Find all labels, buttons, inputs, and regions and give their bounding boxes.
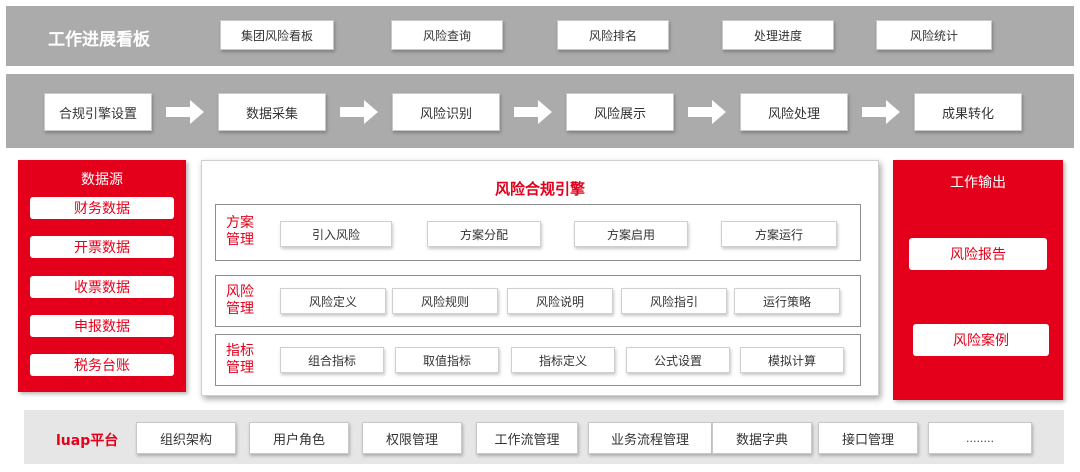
arrow-right-icon	[688, 100, 726, 124]
plan-import-risk[interactable]: 引入风险	[280, 221, 392, 247]
risk-definition[interactable]: 风险定义	[280, 288, 386, 314]
platform-data-dictionary[interactable]: 数据字典	[712, 422, 812, 454]
arrow-right-icon	[340, 100, 378, 124]
indicator-management-label: 指标管理	[226, 343, 254, 376]
dashboard-title: 工作进展看板	[48, 30, 150, 50]
luap-platform-bar: luap平台 组织架构 用户角色 权限管理 工作流管理 业务流程管理 数据字典 …	[24, 410, 1064, 464]
risk-management-group: 风险管理 风险定义 风险规则 风险说明 风险指引 运行策略	[215, 275, 861, 327]
formula-setting[interactable]: 公式设置	[626, 347, 730, 373]
risk-description[interactable]: 风险说明	[507, 288, 613, 314]
top-item-progress[interactable]: 处理进度	[722, 20, 834, 50]
simulation-calc[interactable]: 模拟计算	[740, 347, 844, 373]
plan-assign[interactable]: 方案分配	[427, 221, 541, 247]
data-source-item[interactable]: 收票数据	[30, 276, 174, 298]
top-item-group-risk-board[interactable]: 集团风险看板	[220, 20, 334, 50]
top-dashboard-bar: 工作进展看板 集团风险看板 风险查询 风险排名 处理进度 风险统计	[6, 6, 1074, 66]
indicator-management-group: 指标管理 组合指标 取值指标 指标定义 公式设置 模拟计算	[215, 334, 861, 386]
platform-interface[interactable]: 接口管理	[818, 422, 918, 454]
risk-guidance[interactable]: 风险指引	[621, 288, 727, 314]
plan-enable[interactable]: 方案启用	[574, 221, 688, 247]
data-source-item[interactable]: 财务数据	[30, 197, 174, 219]
flow-step-result-conversion[interactable]: 成果转化	[914, 93, 1022, 131]
run-strategy[interactable]: 运行策略	[734, 288, 840, 314]
arrow-right-icon	[166, 100, 204, 124]
data-source-item[interactable]: 开票数据	[30, 236, 174, 258]
risk-management-label: 风险管理	[226, 284, 254, 317]
risk-rules[interactable]: 风险规则	[392, 288, 498, 314]
flow-step-engine-setup[interactable]: 合规引擎设置	[44, 93, 152, 131]
platform-user-roles[interactable]: 用户角色	[249, 422, 349, 454]
work-output-title: 工作输出	[950, 175, 1006, 191]
indicator-definition[interactable]: 指标定义	[511, 347, 615, 373]
platform-business-process[interactable]: 业务流程管理	[588, 422, 712, 454]
flow-step-risk-identification[interactable]: 风险识别	[392, 93, 500, 131]
risk-compliance-engine-panel: 风险合规引擎 方案管理 引入风险 方案分配 方案启用 方案运行 风险管理 风险定…	[201, 160, 879, 396]
data-source-item[interactable]: 税务台账	[30, 354, 174, 376]
flow-step-data-collection[interactable]: 数据采集	[218, 93, 326, 131]
data-source-title: 数据源	[81, 172, 123, 188]
process-flow-bar: 合规引擎设置 数据采集 风险识别 风险展示 风险处理 成果转化	[6, 74, 1074, 148]
arrow-right-icon	[862, 100, 900, 124]
combined-indicator[interactable]: 组合指标	[280, 347, 384, 373]
data-source-item[interactable]: 申报数据	[30, 315, 174, 337]
risk-report-button[interactable]: 风险报告	[909, 238, 1047, 270]
platform-more[interactable]: ........	[928, 422, 1032, 454]
flow-step-risk-display[interactable]: 风险展示	[566, 93, 674, 131]
plan-management-group: 方案管理 引入风险 方案分配 方案启用 方案运行	[215, 204, 861, 261]
engine-title: 风险合规引擎	[494, 180, 585, 198]
value-indicator[interactable]: 取值指标	[395, 347, 499, 373]
top-item-risk-query[interactable]: 风险查询	[391, 20, 503, 50]
platform-title: luap平台	[56, 433, 119, 449]
top-item-risk-ranking[interactable]: 风险排名	[557, 20, 669, 50]
top-item-risk-stats[interactable]: 风险统计	[876, 20, 992, 50]
plan-run[interactable]: 方案运行	[721, 221, 837, 247]
flow-step-risk-handling[interactable]: 风险处理	[740, 93, 848, 131]
plan-management-label: 方案管理	[226, 215, 254, 248]
platform-workflow[interactable]: 工作流管理	[476, 422, 578, 454]
arrow-right-icon	[514, 100, 552, 124]
risk-case-button[interactable]: 风险案例	[913, 324, 1049, 356]
data-source-panel: 数据源 财务数据 开票数据 收票数据 申报数据 税务台账	[18, 160, 186, 392]
work-output-panel: 工作输出 风险报告 风险案例	[893, 160, 1063, 400]
platform-org-structure[interactable]: 组织架构	[136, 422, 236, 454]
platform-permission[interactable]: 权限管理	[362, 422, 462, 454]
